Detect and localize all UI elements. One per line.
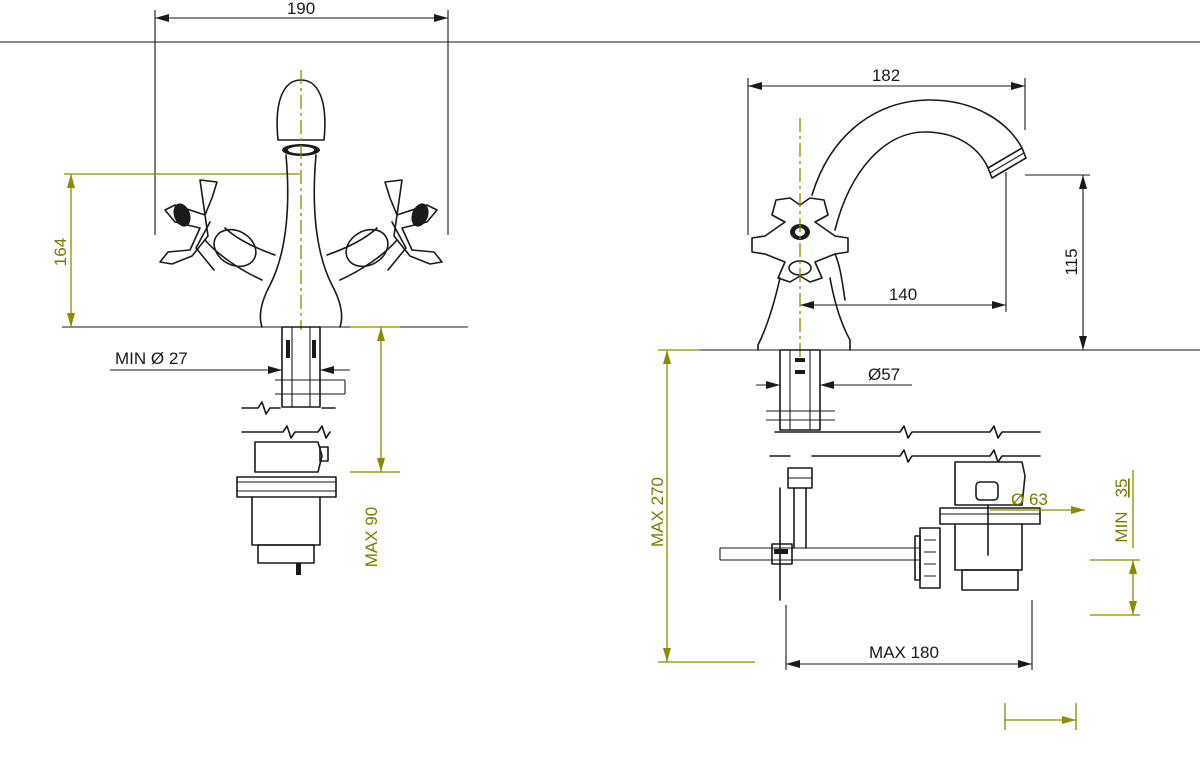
side-view: 182 140: [648, 66, 1200, 730]
front-view: 190 164: [51, 0, 468, 575]
side-max-reach-label: MAX 180: [869, 643, 939, 662]
side-base-diameter-label: Ø57: [868, 365, 900, 384]
front-left-handle: [159, 179, 218, 265]
side-base-diameter-dimension: Ø57: [756, 365, 912, 389]
front-min-hole-label: MIN Ø 27: [115, 349, 188, 368]
side-break-line-top: [774, 425, 1041, 439]
side-min-dimension: MIN 35: [1090, 470, 1140, 616]
front-shank: [275, 326, 346, 408]
side-drain-rod: [719, 467, 920, 601]
side-waste-diameter-label: Ø 63: [1011, 490, 1048, 509]
side-width-dimension: 182: [747, 66, 1026, 235]
side-width-label: 182: [872, 66, 900, 85]
side-bottom-dimension-mark: [1004, 703, 1077, 730]
side-waste-diameter-dimension: Ø 63: [990, 490, 1085, 514]
front-height-dimension: 164: [51, 173, 300, 327]
front-width-label: 190: [287, 0, 315, 18]
front-max-depth-label: MAX 90: [362, 507, 381, 567]
side-max-depth-label: MAX 270: [648, 477, 667, 547]
front-height-label: 164: [51, 238, 70, 266]
side-shank: [766, 349, 835, 431]
front-width-dimension: 190: [154, 0, 449, 235]
side-body: [751, 197, 851, 351]
side-min-label: MIN: [1112, 511, 1131, 542]
front-right-handle: [384, 179, 443, 265]
side-spout-height-dimension: 115: [1025, 174, 1090, 350]
side-waste-fitting: [914, 461, 1041, 591]
front-waste-fitting: [236, 441, 337, 575]
front-max-depth-dimension: MAX 90: [350, 326, 400, 567]
side-reach-dimension: 140: [800, 172, 1007, 312]
side-spout: [811, 99, 1027, 231]
side-min-value-label: 35: [1112, 479, 1131, 498]
front-faucet-body: [195, 79, 407, 328]
front-break-line-top: [241, 401, 336, 415]
side-reach-label: 140: [889, 285, 917, 304]
side-max-depth-dimension: MAX 270: [648, 349, 755, 663]
front-break-line-bottom: [241, 425, 331, 439]
side-spout-height-label: 115: [1062, 248, 1081, 275]
side-max-reach-dimension: MAX 180: [785, 600, 1033, 670]
side-break-line-bottom: [769, 449, 1041, 463]
front-min-hole-dimension: MIN Ø 27: [110, 349, 350, 374]
